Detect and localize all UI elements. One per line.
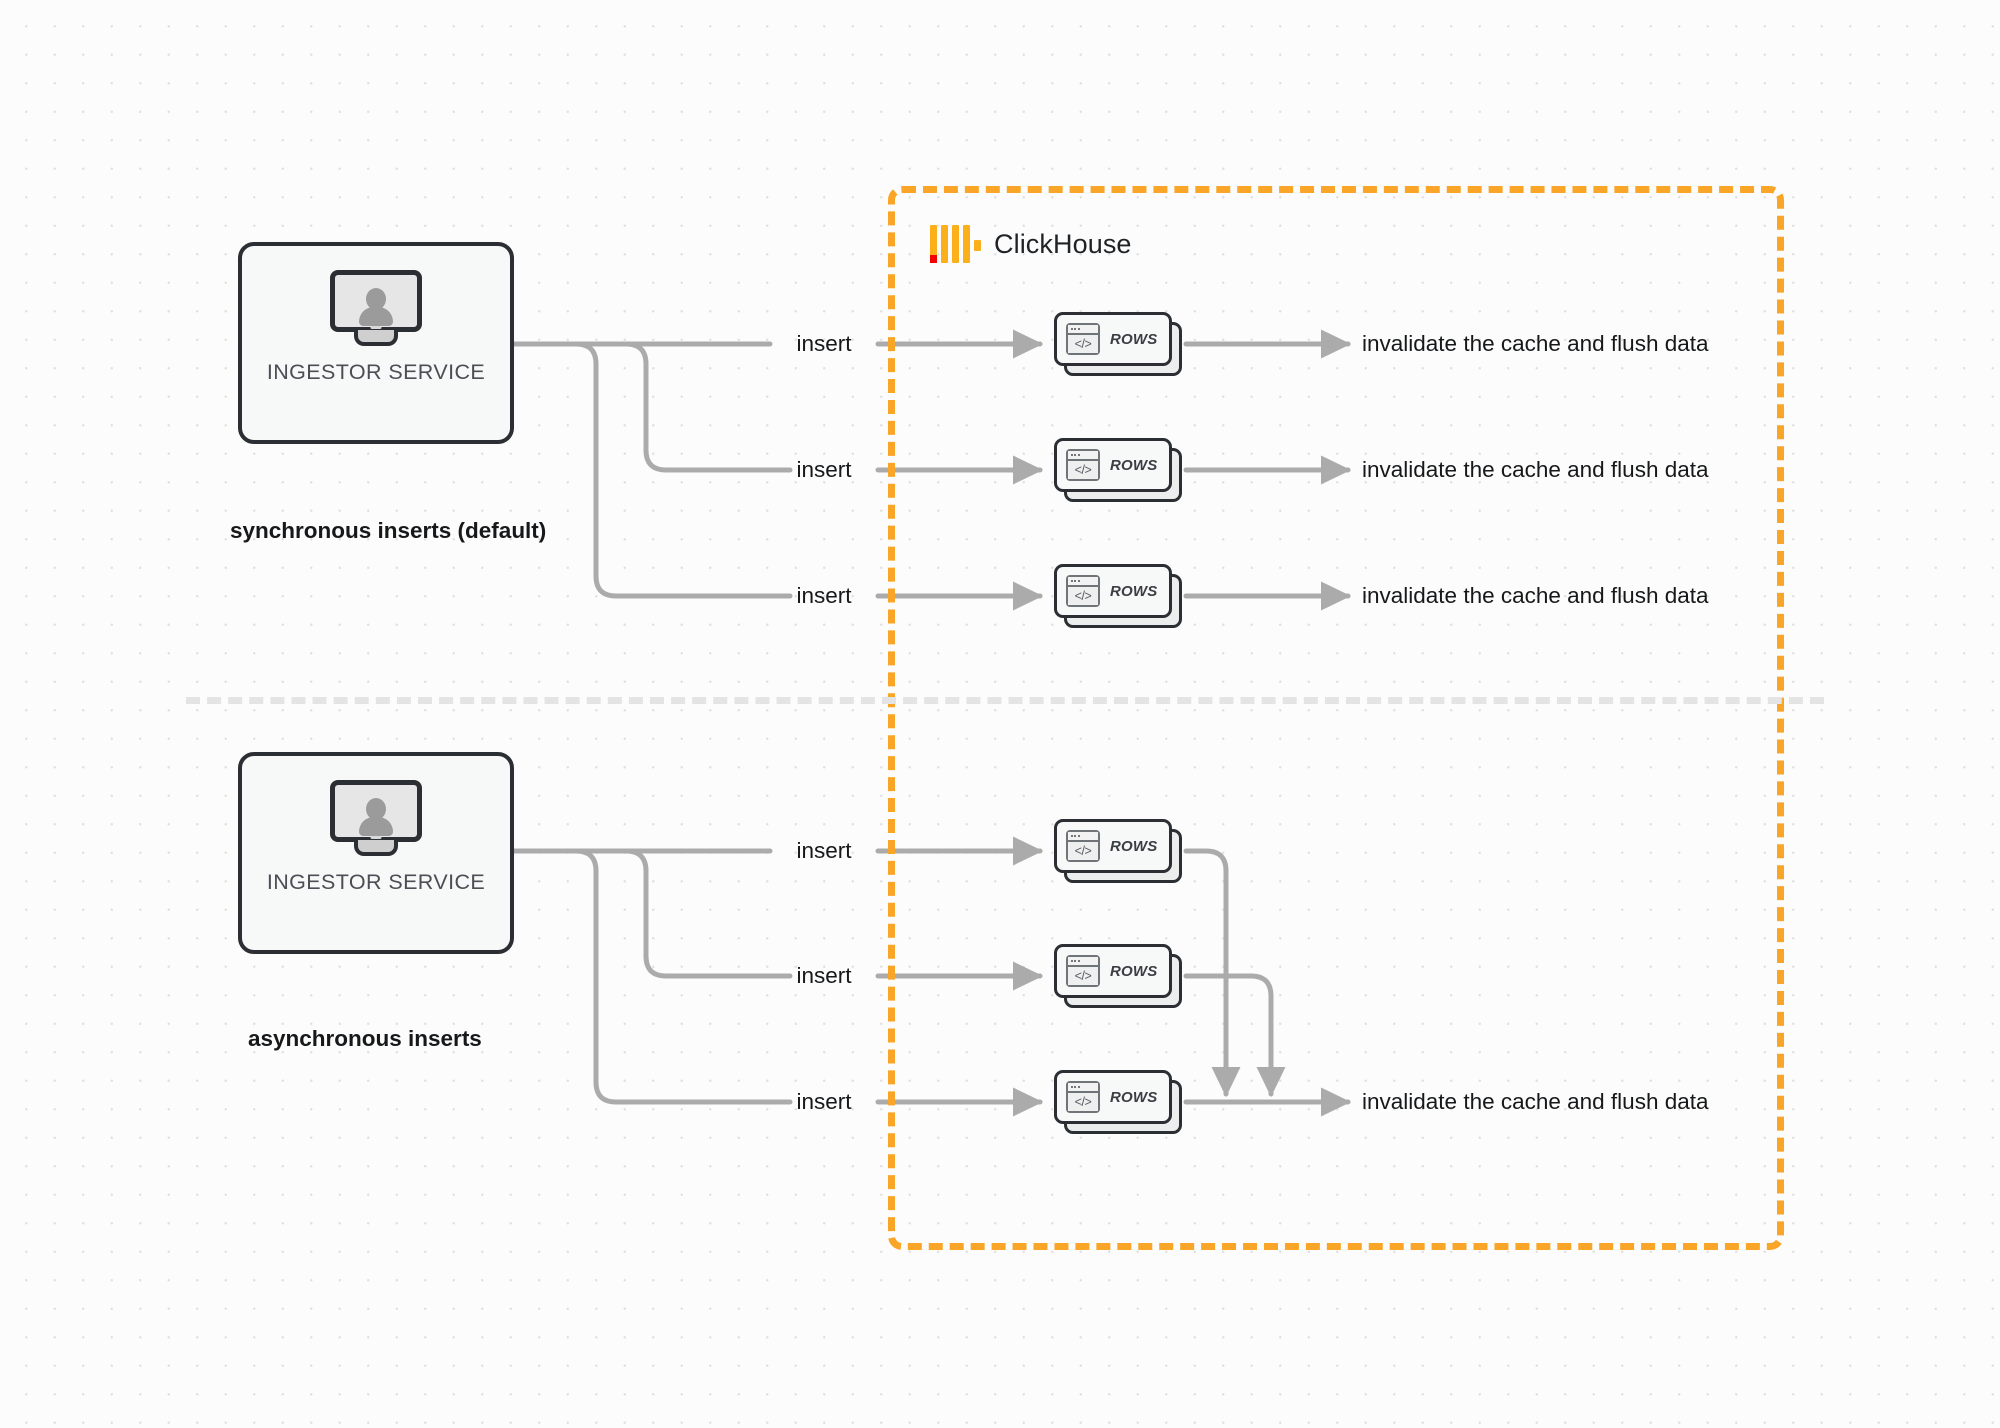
rows-label: ROWS (1110, 582, 1158, 600)
code-window-icon: </> (1066, 323, 1100, 355)
rows-card-front: </> ROWS (1054, 564, 1172, 618)
outcome-label-sync-3: invalidate the cache and flush data (1362, 583, 1709, 608)
code-window-icon: </> (1066, 1081, 1100, 1113)
clickhouse-brand: ClickHouse (930, 222, 1132, 266)
code-window-icon: </> (1066, 575, 1100, 607)
clickhouse-label: ClickHouse (994, 228, 1132, 259)
rows-card-front: </> ROWS (1054, 944, 1172, 998)
monitor-user-icon (330, 270, 422, 346)
insert-label-sync-3: insert (796, 583, 852, 608)
outcome-label-async-merged: invalidate the cache and flush data (1362, 1089, 1709, 1114)
rows-label: ROWS (1110, 962, 1158, 980)
section-caption-async: asynchronous inserts (248, 1026, 482, 1051)
rows-label: ROWS (1110, 330, 1158, 348)
code-glyph: </> (1068, 967, 1098, 985)
insert-label-async-2: insert (796, 963, 852, 988)
ingestor-service-sync[interactable]: INGESTOR SERVICE (238, 242, 514, 444)
outcome-label-sync-1: invalidate the cache and flush data (1362, 331, 1709, 356)
monitor-user-icon (330, 780, 422, 856)
clickhouse-logo-icon (930, 225, 981, 263)
rows-label: ROWS (1110, 1088, 1158, 1106)
rows-card-front: </> ROWS (1054, 1070, 1172, 1124)
rows-label: ROWS (1110, 456, 1158, 474)
code-glyph: </> (1068, 461, 1098, 479)
code-window-icon: </> (1066, 449, 1100, 481)
insert-label-sync-1: insert (796, 331, 852, 356)
rows-card-front: </> ROWS (1054, 438, 1172, 492)
ingestor-service-label-async: INGESTOR SERVICE (266, 870, 486, 894)
rows-card-front: </> ROWS (1054, 312, 1172, 366)
code-window-icon: </> (1066, 830, 1100, 862)
section-divider (186, 697, 1824, 704)
outcome-label-sync-2: invalidate the cache and flush data (1362, 457, 1709, 482)
rows-node-async-2[interactable]: </> ROWS (1054, 944, 1182, 1008)
ingestor-service-async[interactable]: INGESTOR SERVICE (238, 752, 514, 954)
insert-label-sync-2: insert (796, 457, 852, 482)
code-glyph: </> (1068, 335, 1098, 353)
code-glyph: </> (1068, 1093, 1098, 1111)
code-glyph: </> (1068, 842, 1098, 860)
insert-label-async-1: insert (796, 838, 852, 863)
section-caption-sync: synchronous inserts (default) (230, 518, 547, 543)
rows-node-async-1[interactable]: </> ROWS (1054, 819, 1182, 883)
rows-node-sync-3[interactable]: </> ROWS (1054, 564, 1182, 628)
rows-node-sync-2[interactable]: </> ROWS (1054, 438, 1182, 502)
rows-card-front: </> ROWS (1054, 819, 1172, 873)
ingestor-service-label-sync: INGESTOR SERVICE (266, 360, 486, 384)
insert-label-async-3: insert (796, 1089, 852, 1114)
rows-node-async-3[interactable]: </> ROWS (1054, 1070, 1182, 1134)
clickhouse-boundary (888, 186, 1784, 1250)
rows-node-sync-1[interactable]: </> ROWS (1054, 312, 1182, 376)
code-glyph: </> (1068, 587, 1098, 605)
rows-label: ROWS (1110, 837, 1158, 855)
code-window-icon: </> (1066, 955, 1100, 987)
